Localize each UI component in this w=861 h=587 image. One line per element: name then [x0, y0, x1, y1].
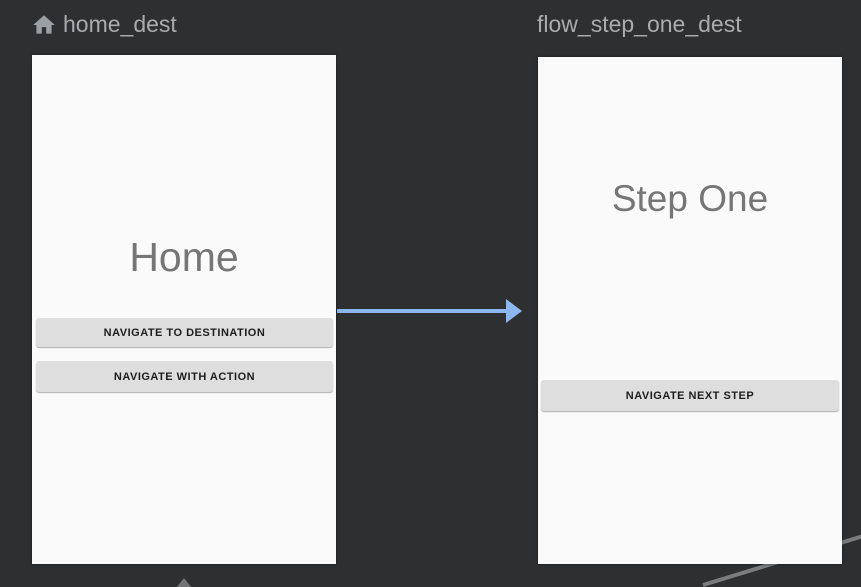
screen-title-step-one: Step One — [611, 178, 769, 219]
destination-label-flow-step-one: flow_step_one_dest — [537, 11, 742, 37]
action-arrow-home-to-step-one[interactable] — [337, 299, 523, 323]
home-icon — [31, 12, 57, 38]
destination-label-home: home_dest — [63, 11, 177, 37]
action-arrow-head — [506, 299, 522, 323]
screen-title-home: Home — [129, 234, 239, 280]
navigate-to-destination-button[interactable]: NAVIGATE TO DESTINATION — [36, 318, 333, 347]
destination-header-home[interactable]: home_dest — [31, 11, 177, 38]
navigate-next-step-button[interactable]: NAVIGATE NEXT STEP — [541, 380, 839, 411]
action-arrow-shaft — [337, 309, 507, 313]
navigate-with-action-button[interactable]: NAVIGATE WITH ACTION — [36, 361, 333, 392]
destination-card-home[interactable]: Home NAVIGATE TO DESTINATION NAVIGATE WI… — [32, 55, 336, 564]
destination-card-flow-step-one[interactable]: Step One NAVIGATE NEXT STEP — [538, 57, 842, 564]
destination-header-flow-step-one[interactable]: flow_step_one_dest — [537, 11, 742, 38]
incoming-edge-arrowhead[interactable] — [176, 578, 192, 587]
